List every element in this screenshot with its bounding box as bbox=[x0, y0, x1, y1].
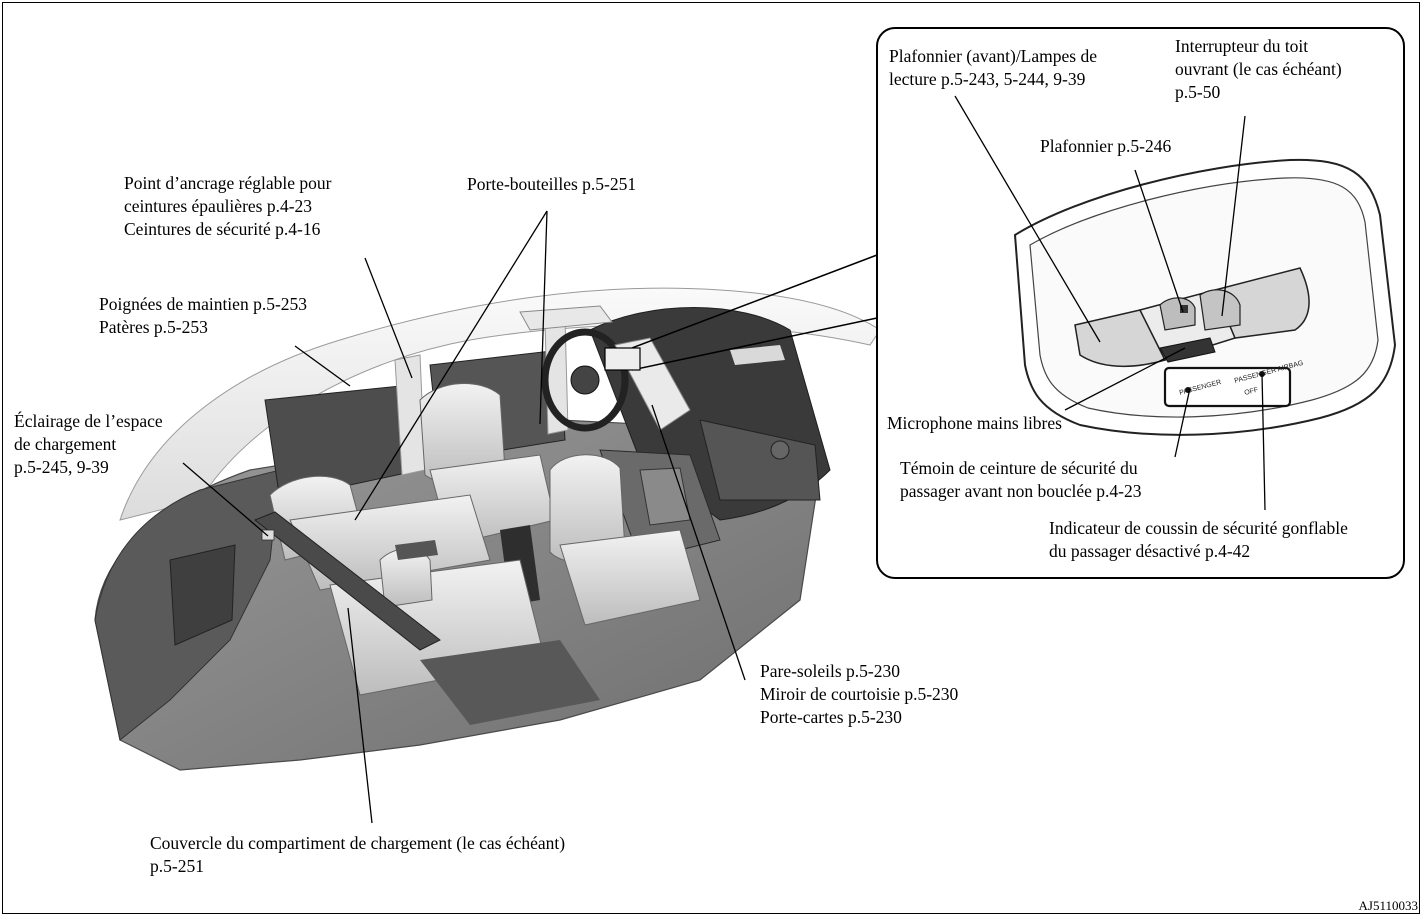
leader-grips bbox=[294, 345, 351, 387]
badge-off-text: OFF bbox=[1244, 387, 1259, 397]
label-sunroof: Interrupteur du toit ouvrant (le cas éch… bbox=[1175, 36, 1342, 102]
leader-room-lamp bbox=[1134, 169, 1184, 313]
label-cargo-light: Éclairage de l’espace de chargement p.5-… bbox=[14, 411, 163, 477]
leader-bottles-front bbox=[539, 210, 548, 425]
leader-seatbelt-warning bbox=[1174, 387, 1191, 458]
leader-sunroof bbox=[1221, 115, 1246, 317]
leader-lines bbox=[182, 95, 1266, 824]
callout-source-box bbox=[604, 347, 641, 371]
figure-reference-code: AJ5110033 bbox=[1358, 898, 1418, 913]
label-bottles: Porte-bouteilles p.5-251 bbox=[467, 174, 637, 194]
leader-microphone bbox=[1064, 347, 1186, 411]
leader-cover bbox=[347, 607, 373, 824]
leader-lamps bbox=[954, 95, 1101, 343]
label-cover: Couvercle du compartiment de chargement … bbox=[150, 833, 566, 876]
leader-sunvisor bbox=[651, 404, 746, 681]
label-anchor: Point d’ancrage réglable pour ceintures … bbox=[124, 173, 332, 239]
label-sunvisor: Pare-soleils p.5-230 Miroir de courtoisi… bbox=[760, 661, 959, 727]
leader-cargo-light bbox=[182, 462, 269, 537]
callout-connector bbox=[631, 254, 878, 371]
label-seatbelt-warning: Témoin de ceinture de sécurité du passag… bbox=[900, 458, 1142, 501]
label-airbag-indicator: Indicateur de coussin de sécurité gonfla… bbox=[1049, 518, 1348, 561]
label-grips: Poignées de maintien p.5-253 Patères p.5… bbox=[99, 294, 308, 337]
leader-bottles-rear bbox=[354, 210, 548, 521]
label-lamps: Plafonnier (avant)/Lampes de lecture p.5… bbox=[889, 46, 1097, 89]
overhead-console: PASSENGER PASSENGER AIRBAG OFF bbox=[1013, 158, 1397, 436]
leader-anchor bbox=[364, 257, 413, 379]
label-microphone: Microphone mains libres bbox=[887, 413, 1062, 433]
leader-airbag-indicator bbox=[1261, 373, 1266, 511]
car-body bbox=[94, 287, 881, 771]
label-room-lamp: Plafonnier p.5-246 bbox=[1040, 136, 1172, 156]
